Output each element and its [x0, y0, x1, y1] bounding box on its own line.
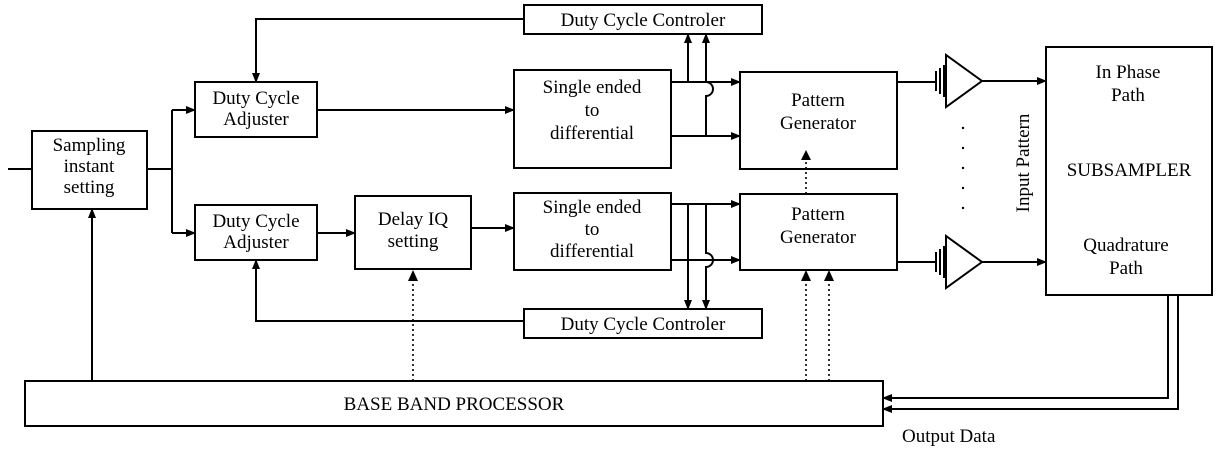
output-data-label: Output Data	[902, 426, 996, 447]
connection-lines	[8, 18, 1179, 413]
subsampler-name-label: SUBSAMPLER	[1067, 160, 1192, 181]
dotted-control-lines	[408, 150, 834, 381]
duty-cycle-controller-top-block: Duty Cycle Controler	[523, 4, 763, 35]
duty-cycle-controller-bottom-label: Duty Cycle Controler	[561, 314, 726, 335]
output-buffer-top	[935, 53, 984, 109]
duty-cycle-controller-bottom-block: Duty Cycle Controler	[523, 308, 763, 339]
output-buffer-bottom	[935, 234, 984, 290]
base-band-processor-label: BASE BAND PROCESSOR	[344, 394, 565, 415]
duty-cycle-controller-top-label: Duty Cycle Controler	[561, 10, 726, 31]
input-pattern-label: Input Pattern	[1013, 113, 1034, 212]
ellipsis-dots	[961, 126, 965, 210]
base-band-processor-block: BASE BAND PROCESSOR	[24, 380, 884, 427]
